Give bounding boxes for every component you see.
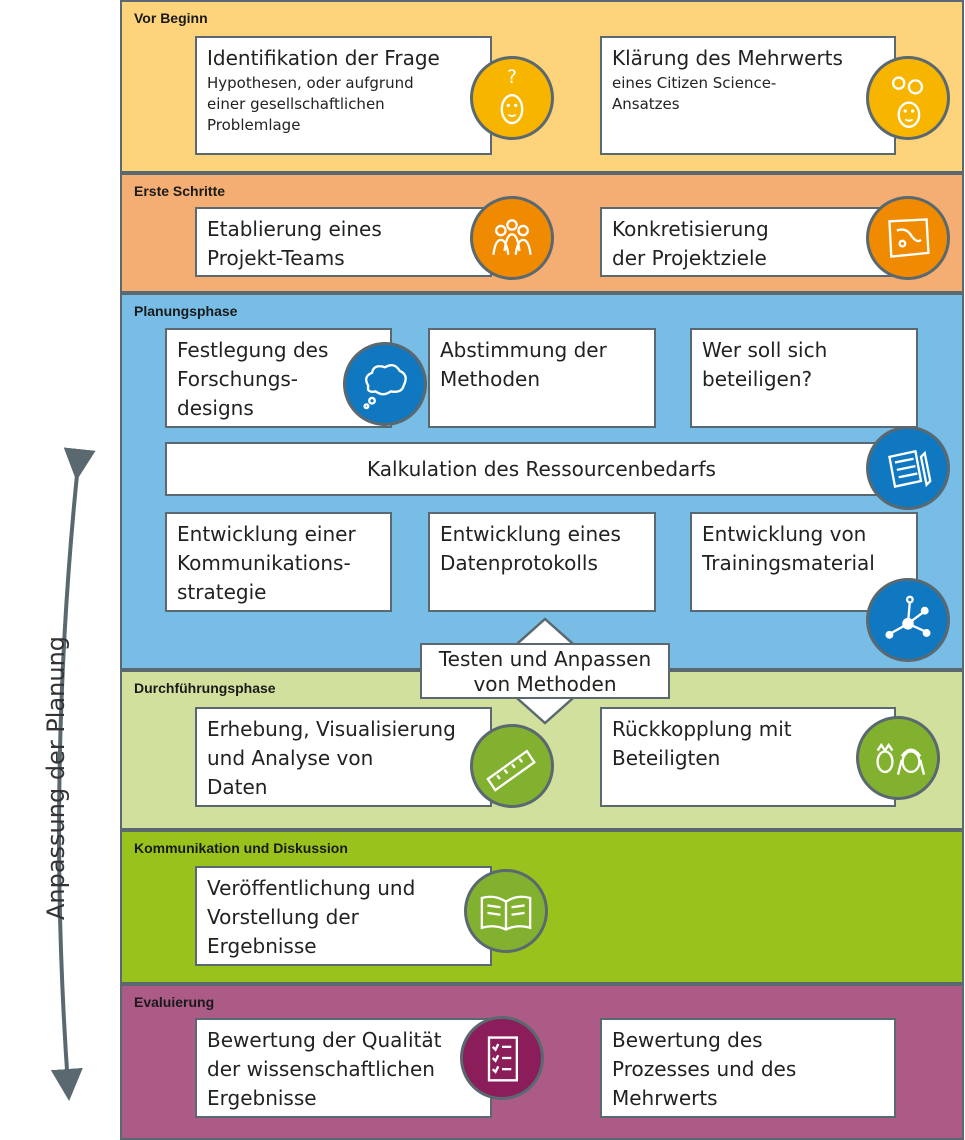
box-testen-anpassen: Testen und Anpassen von Methoden [420, 643, 670, 699]
box-main-text: Kalkulation des Ressourcenbedarfs [367, 457, 716, 481]
box-identifikation-frage: Identifikation der Frage Hypothesen, ode… [195, 36, 492, 155]
box-klaerung-mehrwert: Klärung des Mehrwerts eines Citizen Scie… [600, 36, 896, 155]
box-beteiligung: Wer soll sich beteiligen? [690, 328, 918, 428]
two-faces-icon [856, 716, 940, 800]
svg-text:?: ? [507, 67, 517, 88]
box-datenprotokoll: Entwicklung eines Datenprotokolls [428, 512, 656, 612]
box-methoden: Abstimmung der Methoden [428, 328, 656, 428]
phase-title: Vor Beginn [134, 10, 208, 26]
box-projektziele: Konkretisierung der Projektziele [600, 207, 896, 277]
box-main-text: Erhebung, Visualisierung und Analyse von… [207, 717, 456, 799]
phase-title: Kommunikation und Diskussion [134, 840, 348, 856]
thought-cloud-icon [343, 342, 427, 426]
team-people-icon [470, 196, 554, 280]
box-main-text: Entwicklung einer Kommunikations- strate… [177, 522, 356, 604]
phase-title: Durchführungsphase [134, 680, 276, 696]
map-icon [866, 196, 950, 280]
box-ressourcenbedarf: Kalkulation des Ressourcenbedarfs [165, 442, 918, 496]
checklist-icon [460, 1016, 544, 1100]
network-icon [866, 578, 950, 662]
box-rueckkopplung: Rückkopplung mit Beteiligten [600, 707, 896, 807]
box-main-text: Veröffentlichung und Vorstellung der Erg… [207, 876, 416, 958]
box-main-text: Identifikation der Frage [207, 46, 440, 70]
phase-title: Erste Schritte [134, 183, 226, 199]
box-veroeffentlichung: Veröffentlichung und Vorstellung der Erg… [195, 866, 492, 966]
box-main-text: Bewertung der Qualität der wissenschaftl… [207, 1028, 442, 1110]
box-projekt-team: Etablierung eines Projekt-Teams [195, 207, 492, 277]
box-main-text: Entwicklung eines Datenprotokolls [440, 522, 621, 575]
box-main-text: Abstimmung der Methoden [440, 338, 607, 391]
box-main-text: Rückkopplung mit Beteiligten [612, 717, 792, 770]
question-face-icon: ? [470, 56, 554, 140]
box-qualitaet: Bewertung der Qualität der wissenschaftl… [195, 1018, 492, 1118]
box-main-text: Klärung des Mehrwerts [612, 46, 843, 70]
idea-gears-face-icon [866, 56, 950, 140]
notepad-pencil-icon [866, 426, 950, 510]
box-kommunikationsstrategie: Entwicklung einer Kommunikations- strate… [165, 512, 392, 612]
box-main-text: Wer soll sich beteiligen? [702, 338, 828, 391]
planning-adjustment-arrow [50, 447, 96, 1101]
box-prozess-mehrwert: Bewertung des Prozesses und des Mehrwert… [600, 1018, 896, 1118]
side-label: Anpassung der Planung [42, 635, 70, 921]
box-main-text: Festlegung des Forschungs- designs [177, 338, 329, 420]
box-sub-text: eines Citizen Science- Ansatzes [612, 74, 777, 113]
ruler-icon [470, 724, 554, 808]
box-main-text: Bewertung des Prozesses und des Mehrwert… [612, 1028, 797, 1110]
box-main-text: Entwicklung von Trainingsmaterial [702, 522, 875, 575]
box-main-text: Testen und Anpassen von Methoden [438, 647, 652, 696]
box-sub-text: Hypothesen, oder aufgrund einer gesellsc… [207, 74, 414, 134]
phase-title: Evaluierung [134, 994, 215, 1010]
box-main-text: Konkretisierung der Projektziele [612, 217, 769, 270]
box-main-text: Etablierung eines Projekt-Teams [207, 217, 382, 270]
open-book-icon [464, 869, 548, 953]
box-datenerhebung: Erhebung, Visualisierung und Analyse von… [195, 707, 492, 807]
phase-title: Planungsphase [134, 303, 238, 319]
